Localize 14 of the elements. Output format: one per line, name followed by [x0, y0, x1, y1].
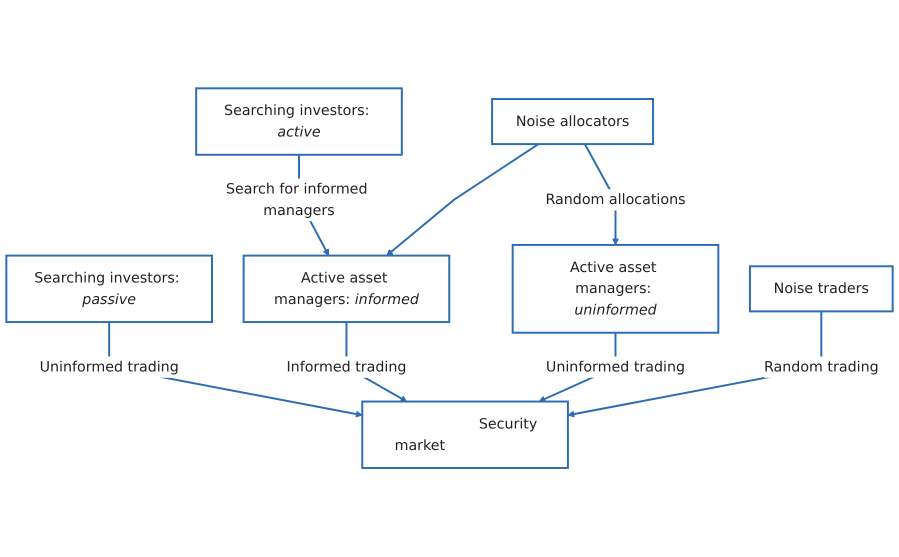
node-box: Searching investors: passive [5, 254, 213, 324]
edge-label: Uninformed trading [40, 359, 179, 376]
node-box: Active asset managers: informed [242, 254, 450, 324]
node-box: Noise traders [748, 266, 894, 313]
edge-label: Random allocations [545, 192, 686, 208]
node-box: Security market [361, 400, 569, 470]
edge-label: Search for informed managers [226, 181, 368, 220]
node-box: Active asset managers: uninformed [512, 244, 720, 334]
node-box: Searching investors: active [195, 88, 403, 156]
arrow [386, 144, 539, 256]
edge-label: Informed trading [286, 359, 406, 376]
edge-label: Uninformed trading [546, 359, 686, 376]
node-box: Noise allocators [491, 98, 654, 146]
edge-label: Random trading [764, 359, 879, 376]
